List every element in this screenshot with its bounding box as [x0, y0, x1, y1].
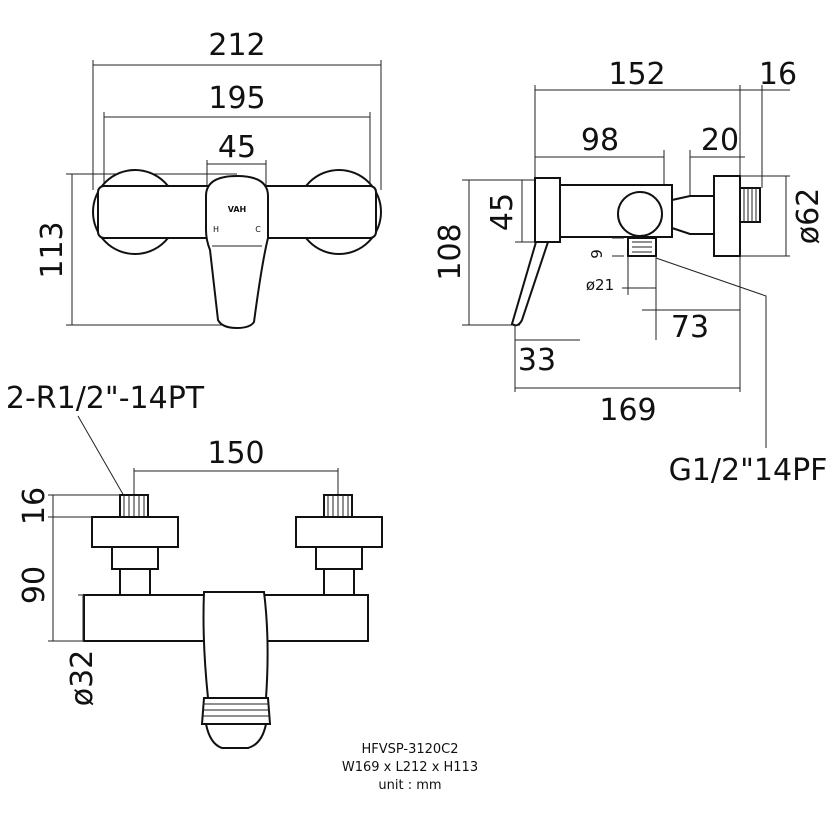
side-boss	[617, 191, 663, 237]
aerator-tip	[204, 723, 268, 749]
dim-body-length: 98	[581, 123, 619, 158]
right-nut	[315, 546, 363, 570]
dim-inner-length: 195	[208, 81, 265, 116]
unit-label: unit : mm	[378, 778, 442, 793]
inlet-thread	[739, 187, 761, 223]
dim-projection: 90	[17, 566, 52, 604]
left-nut	[111, 546, 159, 570]
dim-outlet-offset: 73	[671, 310, 709, 345]
dim-thread-length: 16	[17, 487, 52, 525]
model-number: HFVSP-3120C2	[361, 742, 459, 757]
cold-mark: C	[255, 225, 261, 234]
side-lever	[510, 241, 550, 327]
top-spout	[202, 591, 269, 699]
dim-flange-diameter: ø62	[791, 188, 826, 245]
side-view: 152 16 98 20 45 108 9 ø21	[433, 57, 827, 488]
dim-height: 113	[35, 221, 70, 278]
brand-logo: VAH	[228, 205, 247, 214]
dim-overall-length: 212	[208, 28, 265, 63]
dim-side-height: 108	[433, 223, 468, 280]
aerator-housing	[200, 697, 272, 725]
union-nut	[671, 195, 715, 235]
hot-mark: H	[213, 225, 219, 234]
top-view: 2-R1/2"-14PT 150 16 9	[6, 381, 383, 749]
dim-outlet-length: 9	[588, 249, 606, 259]
outlet-thread-callout: G1/2"14PF	[669, 453, 828, 488]
inlet-thread-callout: 2-R1/2"-14PT	[6, 381, 205, 416]
dim-side-width: 169	[599, 393, 656, 428]
dim-body-diameter: ø32	[65, 650, 100, 707]
dim-nut-length: 20	[701, 123, 739, 158]
dim-inlet-spacing: 150	[207, 436, 264, 471]
mixer-lever	[205, 174, 269, 330]
dim-outlet-diameter: ø21	[586, 276, 614, 294]
dim-lever-width: 45	[218, 130, 256, 165]
side-flange	[713, 175, 741, 257]
overall-size: W169 x L212 x H113	[341, 760, 479, 775]
side-cap	[534, 177, 561, 243]
right-flange	[295, 516, 383, 548]
dim-flange-thickness: 16	[759, 57, 797, 92]
left-flange	[91, 516, 179, 548]
dim-lever-offset: 33	[518, 343, 556, 378]
dim-depth-total: 152	[608, 57, 665, 92]
dim-lever-depth: 45	[485, 193, 520, 231]
front-view: 212 195 45 113 VAH H C	[35, 28, 382, 330]
